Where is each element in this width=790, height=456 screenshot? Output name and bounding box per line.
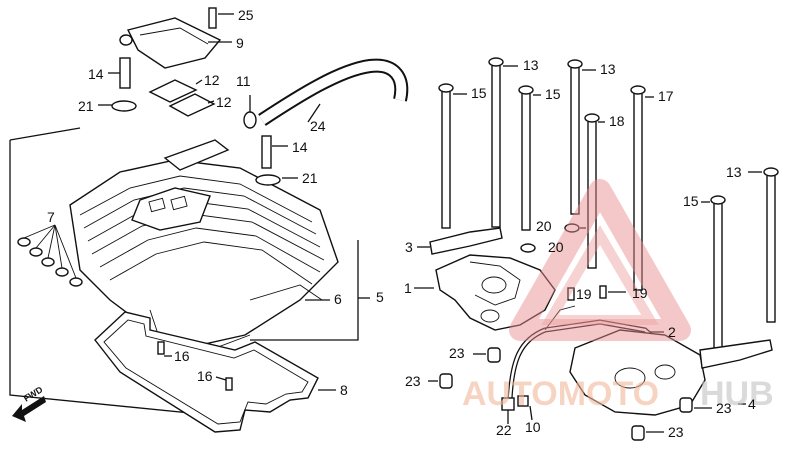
callout-c15a: 15	[471, 85, 487, 101]
grommet-21a	[111, 100, 137, 112]
bracket-right	[250, 240, 359, 341]
callout-c1: 1	[404, 280, 412, 296]
callout-c17: 17	[658, 88, 674, 104]
callout-c22: 22	[496, 422, 512, 438]
callout-c20a: 20	[536, 218, 552, 234]
dowel-23d	[631, 425, 645, 441]
callout-c20b: 20	[548, 239, 564, 255]
callout-c19a: 19	[576, 286, 592, 302]
clip-11	[243, 111, 257, 129]
callout-c6: 6	[334, 291, 342, 307]
washer-20b	[520, 243, 536, 253]
callout-c2: 2	[668, 324, 676, 340]
gasket-12b	[168, 93, 216, 117]
dowel-23a	[487, 347, 501, 363]
callout-c21a: 21	[78, 98, 94, 114]
bracket-top	[9, 127, 81, 141]
watermark-hub: HUB	[700, 375, 774, 413]
callout-c24: 24	[310, 118, 326, 134]
callout-c4: 4	[748, 396, 756, 412]
callout-c23b: 23	[405, 373, 421, 389]
callout-c8: 8	[340, 382, 348, 398]
callout-c15c: 15	[683, 193, 699, 209]
callout-c16b: 16	[197, 368, 213, 384]
gasket-12a	[148, 79, 198, 103]
bolt-19b	[599, 285, 607, 299]
callout-c15b: 15	[545, 86, 561, 102]
bolt-19a	[567, 287, 575, 301]
fwd-arrow: FWD	[12, 384, 46, 422]
watermark-automoto: AUTOMOTO	[462, 375, 659, 413]
callout-c12a: 12	[204, 72, 220, 88]
washer-20a	[564, 223, 580, 233]
bolt-16b	[225, 377, 233, 391]
callout-c23c: 23	[716, 400, 732, 416]
washers-set	[17, 224, 83, 287]
bracket-frame	[9, 140, 241, 419]
head-cover-gasket	[94, 311, 319, 433]
bolt-16a	[157, 341, 165, 355]
holder-plate-4	[699, 339, 773, 369]
callout-c12b: 12	[216, 94, 232, 110]
callout-c3: 3	[405, 239, 413, 255]
callout-c7: 7	[47, 209, 55, 225]
callout-c13c: 13	[726, 164, 742, 180]
callout-c18: 18	[609, 113, 625, 129]
callout-c13a: 13	[523, 57, 539, 73]
callout-c25: 25	[238, 7, 254, 23]
holder-plate-3	[429, 227, 503, 255]
callout-c5: 5	[376, 289, 384, 305]
breather-cover	[126, 17, 222, 69]
dowel-23c	[679, 397, 693, 413]
callout-c21b: 21	[302, 170, 318, 186]
callout-c9: 9	[236, 35, 244, 51]
bolt-14a	[119, 57, 131, 89]
callout-c14b: 14	[292, 139, 308, 155]
stud-bolts	[438, 57, 779, 351]
callout-c14a: 14	[88, 66, 104, 82]
callout-c11: 11	[236, 73, 251, 89]
callout-c16a: 16	[174, 348, 190, 364]
callout-c13b: 13	[600, 61, 616, 77]
cylinder-head-cover	[69, 139, 339, 351]
callout-c19b: 19	[632, 285, 648, 301]
gasket-strip	[249, 284, 323, 301]
dowel-23b	[439, 373, 453, 389]
grommet-21b	[255, 174, 281, 186]
fitting-10	[517, 395, 529, 407]
callout-c23a: 23	[449, 345, 465, 361]
bolt-25	[208, 7, 217, 29]
watermark: AUTOMOTO HUB	[462, 179, 774, 413]
bolt-14b	[261, 135, 272, 169]
callout-c23d: 23	[668, 424, 684, 440]
callout-c10: 10	[525, 419, 541, 435]
